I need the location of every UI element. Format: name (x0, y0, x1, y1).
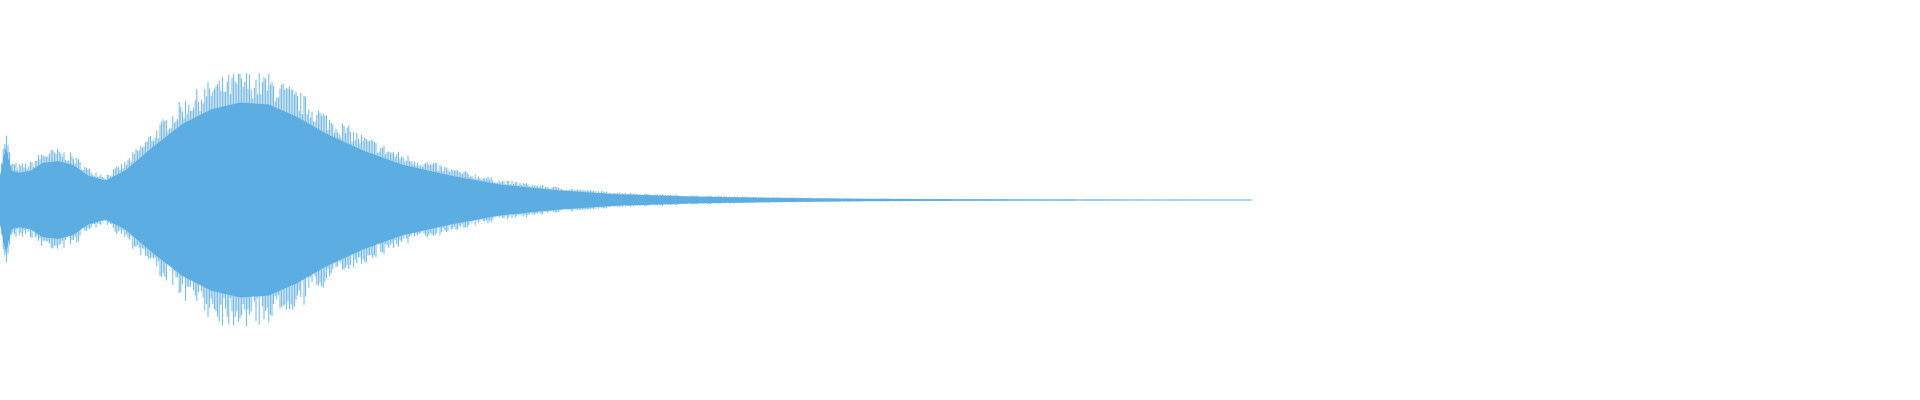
waveform-bars (0, 73, 1920, 327)
